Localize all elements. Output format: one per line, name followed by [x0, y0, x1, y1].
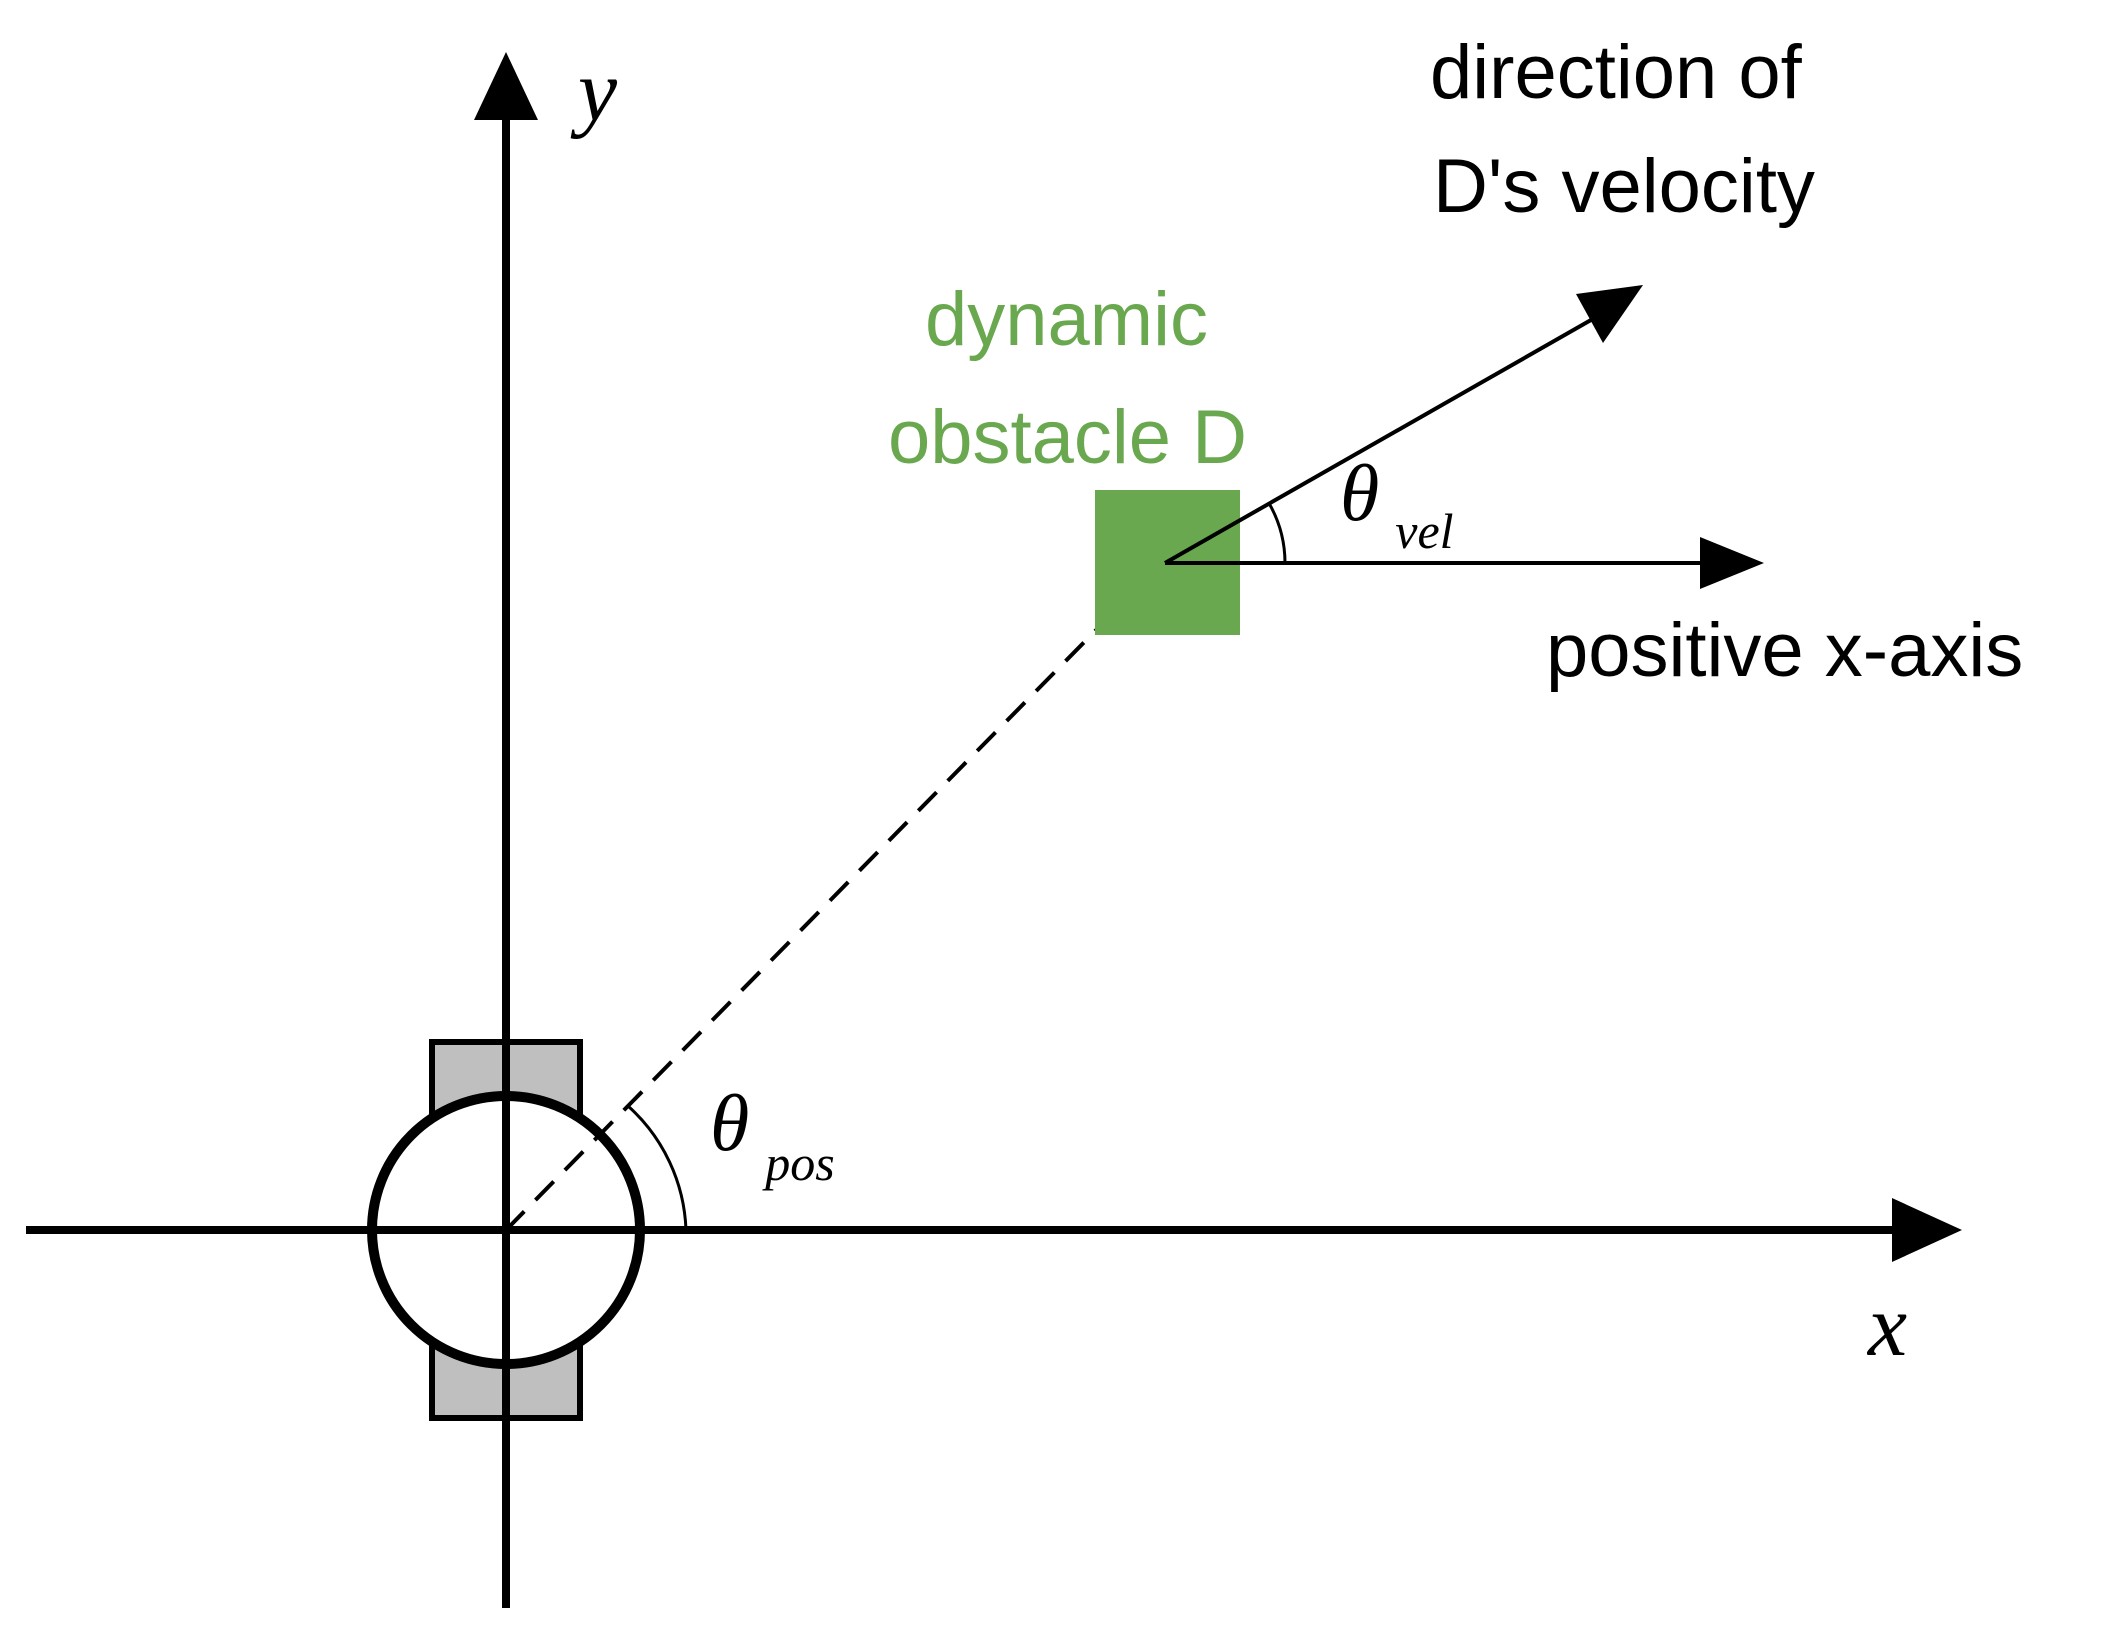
- obstacle-label-line2: obstacle D: [888, 395, 1247, 480]
- position-dashed-line: [504, 558, 1167, 1232]
- theta-pos-subscript: pos: [762, 1135, 834, 1191]
- x-axis-label: x: [1866, 1278, 1907, 1375]
- theta-pos-symbol: θ: [710, 1080, 749, 1168]
- velocity-line: [1164, 310, 1606, 565]
- velocity-label-line2: D's velocity: [1433, 144, 1815, 229]
- y-axis-arrowhead: [474, 52, 538, 120]
- theta-pos-arc: [626, 1104, 688, 1231]
- velocity-arrowhead: [1576, 285, 1643, 343]
- y-axis-label: y: [570, 43, 618, 140]
- obstacle-label-line1: dynamic: [925, 277, 1208, 362]
- positive-x-axis-label: positive x-axis: [1546, 608, 2023, 693]
- theta-vel-symbol: θ: [1340, 450, 1379, 538]
- theta-vel-subscript: vel: [1395, 503, 1453, 559]
- x-axis-arrowhead: [1892, 1198, 1962, 1262]
- positive-x-reference-arrowhead: [1700, 537, 1764, 589]
- velocity-label-line1: direction of: [1430, 30, 1803, 115]
- theta-pos-label: θ pos: [710, 1080, 835, 1191]
- theta-vel-arc: [1268, 504, 1287, 564]
- theta-vel-label: θ vel: [1340, 450, 1454, 559]
